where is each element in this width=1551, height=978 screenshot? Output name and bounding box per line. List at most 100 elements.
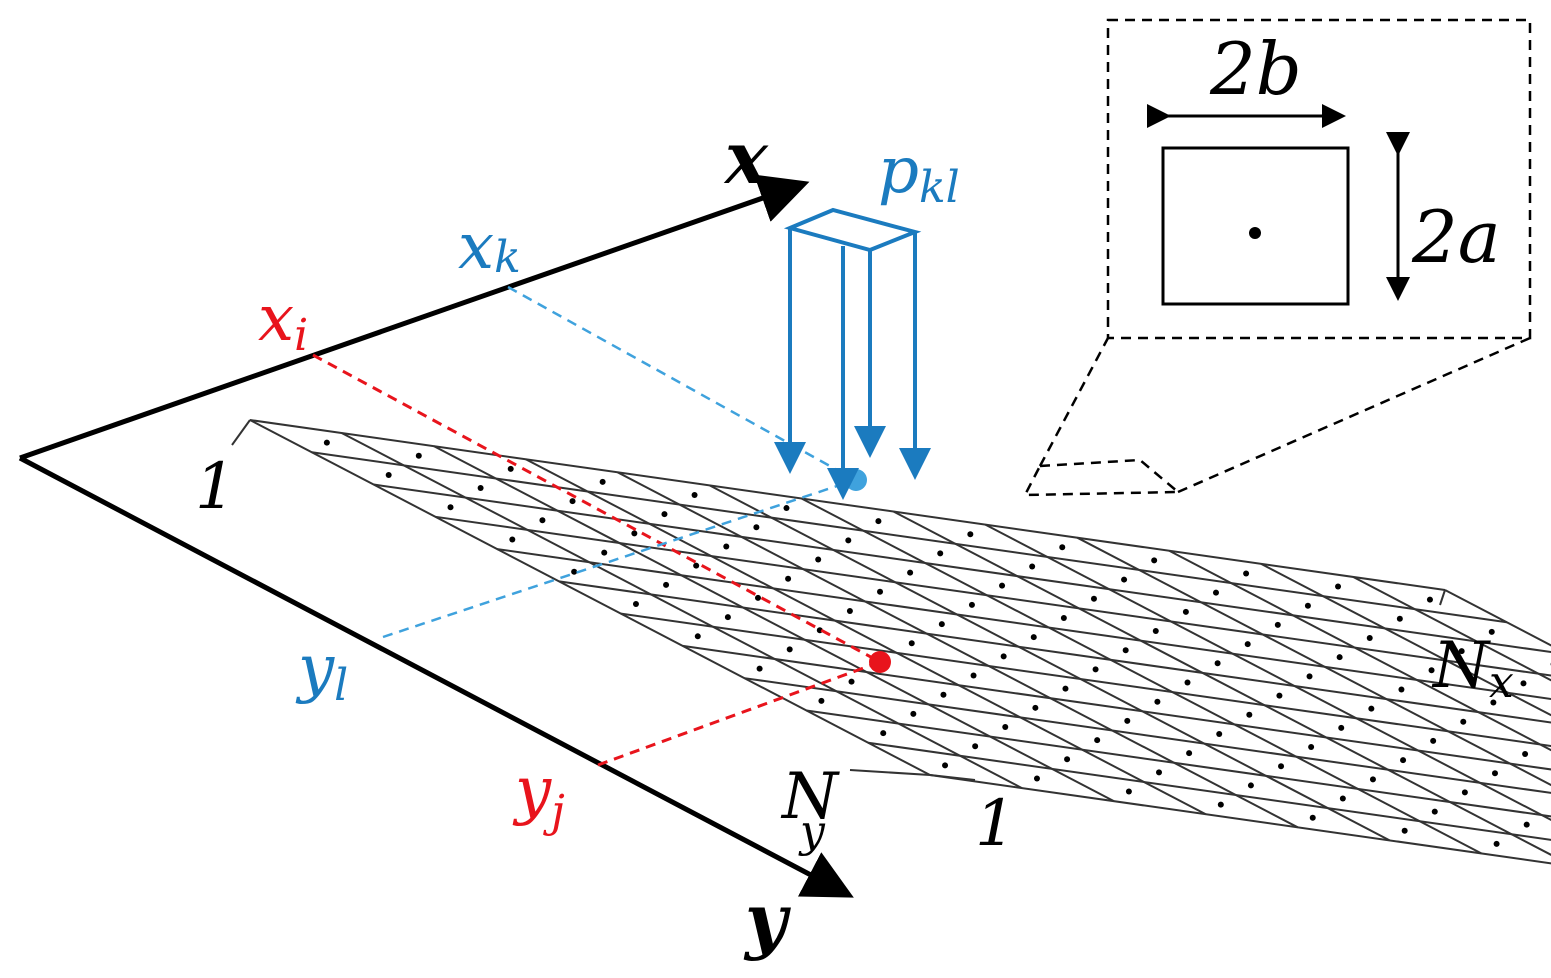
pressure-column [774, 207, 931, 500]
grid-cell-center-dot [875, 518, 882, 525]
grid-cell-center-dot [724, 614, 731, 621]
grid-cell-center-dot [1493, 840, 1500, 847]
grid-cell-center-dot [848, 678, 855, 685]
grid-cell-center-dot [1491, 770, 1498, 777]
grid-line-column [709, 484, 1391, 842]
pressure-column-top [783, 207, 922, 253]
y-axis-label: y [743, 877, 791, 962]
grid-cell-center-dot [1369, 776, 1376, 783]
grid-cell-center-dot [1336, 654, 1343, 661]
grid-line-row [311, 451, 1507, 624]
grid-cell-center-dot [661, 511, 668, 518]
grid-cell-center-dot [1309, 814, 1316, 821]
y-end-subscript: y [798, 806, 826, 857]
grid-cell-center-dot [1000, 653, 1007, 660]
grid-line-column [801, 497, 1483, 855]
grid-cell-center-dot [1520, 680, 1527, 687]
grid-cell-center-dot [1488, 628, 1495, 635]
grid-cell-center-dot [815, 556, 822, 563]
grid-cell-center-dot [1430, 737, 1437, 744]
grid-cell-center-dot [1490, 699, 1497, 706]
grid-cell-center-dot [1186, 750, 1193, 757]
y-axis [18, 455, 854, 898]
grid-cell-center-dot [601, 549, 608, 556]
grid-cell-center-dot [880, 730, 887, 737]
grid-cell-center-dot [940, 691, 947, 698]
grid-line-row [806, 709, 1551, 818]
grid-cell-center-dot [509, 536, 516, 543]
grid-cell-center-dot [1184, 679, 1191, 686]
grid-cell-center-dot [1122, 647, 1129, 654]
grid-cell-center-dot [1060, 614, 1067, 621]
grid-cell-center-dot [1064, 756, 1071, 763]
grid-cell-center-dot [845, 537, 852, 544]
grid-cell-center-dot [1368, 705, 1375, 712]
grid-cell-center-dot [385, 471, 392, 478]
grid-cell-center-dot [1401, 827, 1408, 834]
grid-cell-center-dot [937, 550, 944, 557]
pressure-label: pkl [878, 134, 960, 213]
grid-cell-center-dot [908, 640, 915, 647]
grid-cell-center-dot [1338, 724, 1345, 731]
inset-height-label: 2a [1411, 195, 1501, 279]
grid-cell-center-dot [756, 665, 763, 672]
grid-cell-center-dot [1246, 711, 1253, 718]
grid-cell-center-dot [910, 710, 917, 717]
grid-cell-center-dot [1396, 615, 1403, 622]
grid-cell-center-dot [1154, 698, 1161, 705]
red-x-projection [312, 353, 881, 664]
zoom-connectors [1022, 336, 1531, 497]
grid-line-row [558, 580, 1551, 724]
grid-cell-center-dot [1366, 634, 1373, 641]
grid-cell-center-dot [691, 491, 698, 498]
grid-line-column [1260, 562, 1551, 717]
x-end-subscript: x [1489, 657, 1514, 708]
grid-cell-center-dot [1029, 563, 1036, 570]
grid-line-row [620, 612, 1551, 747]
projection-lines [312, 285, 881, 767]
grid-cell-center-dot [1214, 660, 1221, 667]
grid-cell-center-dot [1426, 596, 1433, 603]
grid-cell-center-dot [571, 568, 578, 575]
blue-x-subscript: k [494, 232, 521, 283]
grid-cell-center-dot [1400, 757, 1407, 764]
grid-cell-center-dot [786, 646, 793, 653]
grid-cell-center-dot [970, 672, 977, 679]
grid-cell-center-dot [694, 633, 701, 640]
grid-cell-center-dot [1124, 717, 1131, 724]
x-end-label: Nx [1431, 629, 1514, 708]
grid-cell-center-dot [1182, 608, 1189, 615]
grid-line-column [525, 458, 1207, 816]
grid-cell-center-dot [1059, 544, 1066, 551]
grid-cell-center-dot [1125, 788, 1132, 795]
grid-line-column [249, 419, 931, 776]
grid-cell-center-dot [569, 498, 576, 505]
grid-cell-center-dot [1092, 666, 1099, 673]
grid-cell-center-dot [1121, 576, 1128, 583]
grid-cell-center-dot [1522, 751, 1529, 758]
grid-cell-center-dot [785, 575, 792, 582]
grid-cell-center-dot [447, 504, 454, 511]
grid-cell-center-dot [972, 743, 979, 750]
inset-border [1106, 18, 1532, 340]
grid-cell-center-dot [1398, 686, 1405, 693]
zoom-connector-right [1177, 336, 1531, 494]
grid-cell-center-dot [1062, 685, 1069, 692]
y-start-label: 1 [975, 787, 1016, 861]
grid-line-column [984, 523, 1551, 822]
grid-cell-center-dot [1090, 595, 1097, 602]
red-y-label: yj [512, 754, 565, 837]
grid-cell-center-dot [754, 594, 761, 601]
grid-cell-center-dot [1274, 621, 1281, 628]
grid-cell-center-dot [1308, 744, 1315, 751]
grid-cell-center-dot [1460, 718, 1467, 725]
grid-line-row [373, 483, 1551, 654]
grid-cell-center-dot [1156, 769, 1163, 776]
grid-cell-center-dot [942, 762, 949, 769]
grid-extension-x-end [1439, 589, 1446, 606]
grid-line-row [249, 419, 1446, 591]
grid-cell-center-dot [1244, 641, 1251, 648]
grid-cell-center-dot [938, 621, 945, 628]
blue-y-subscript: l [334, 660, 348, 711]
grid-cell-center-dot [599, 478, 606, 485]
